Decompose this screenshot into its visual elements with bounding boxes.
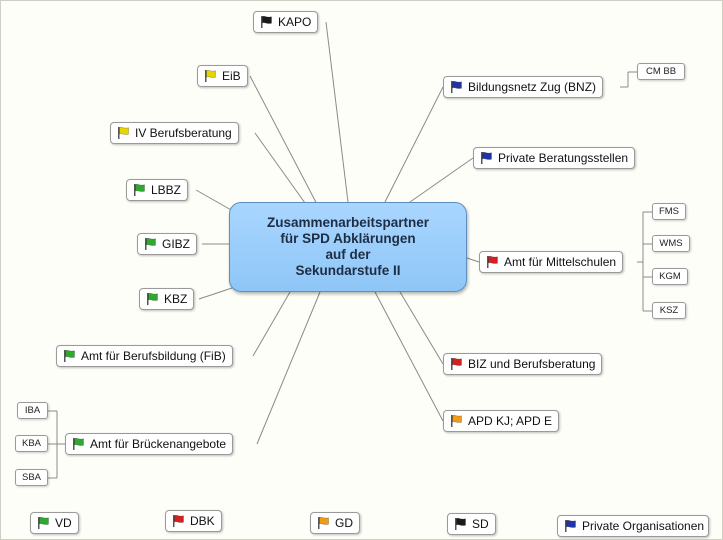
legend-label: VD <box>55 516 72 530</box>
subtopic-ksz[interactable]: KSZ <box>652 302 686 319</box>
topic-label: KAPO <box>278 15 312 29</box>
link-eib <box>249 75 321 211</box>
link-biz <box>399 291 444 365</box>
legend-sd[interactable]: SD <box>447 513 496 535</box>
topic-label: LBBZ <box>151 183 182 197</box>
link-apd <box>374 291 444 422</box>
legend-dbk[interactable]: DBK <box>165 510 222 532</box>
link-kbz <box>198 286 236 300</box>
legend-vd[interactable]: VD <box>30 512 79 534</box>
flag-icon <box>451 414 462 427</box>
topic-gibz[interactable]: GIBZ <box>137 233 198 255</box>
flag-icon <box>38 516 49 529</box>
topic-apd[interactable]: APD KJ; APD E <box>443 410 560 432</box>
topic-label: Amt für Mittelschulen <box>504 255 617 269</box>
legend-private-organisationen[interactable]: Private Organisationen <box>557 515 710 537</box>
subtopic-kgm[interactable]: KGM <box>652 268 688 285</box>
legend-label: Private Organisationen <box>582 519 705 533</box>
topic-private-beratungsstellen[interactable]: Private Beratungsstellen <box>473 147 636 169</box>
flag-icon <box>455 517 466 530</box>
topic-label: Amt für Brückenangebote <box>90 437 227 451</box>
topic-biz[interactable]: BIZ und Berufsberatung <box>443 353 603 375</box>
subtopic-wms[interactable]: WMS <box>652 235 690 252</box>
link-fib <box>252 291 291 357</box>
topic-fib[interactable]: Amt für Berufsbildung (FiB) <box>56 345 233 367</box>
subtopic-cm-bb[interactable]: CM BB <box>637 63 685 80</box>
topic-label: Bildungsnetz Zug (BNZ) <box>468 80 597 94</box>
topic-label: IV Berufsberatung <box>135 126 232 140</box>
flag-icon <box>134 183 145 196</box>
flag-icon <box>451 357 462 370</box>
topic-mittelschulen[interactable]: Amt für Mittelschulen <box>479 251 624 273</box>
link-brueckenangebote <box>256 291 321 445</box>
subtopic-iba[interactable]: IBA <box>17 402 48 419</box>
legend-label: DBK <box>190 514 215 528</box>
topic-label: APD KJ; APD E <box>468 414 553 428</box>
link-bnz <box>384 86 444 203</box>
topic-lbbz[interactable]: LBBZ <box>126 179 189 201</box>
flag-icon <box>147 292 158 305</box>
flag-icon <box>487 255 498 268</box>
flag-icon <box>318 516 329 529</box>
topic-eib[interactable]: EiB <box>197 65 248 87</box>
topic-label: GIBZ <box>162 237 191 251</box>
subtopic-fms[interactable]: FMS <box>652 203 686 220</box>
link-kapo <box>325 21 349 203</box>
topic-label: KBZ <box>164 292 188 306</box>
link-mittelschulen <box>466 257 480 263</box>
topic-label: Private Beratungsstellen <box>498 151 629 165</box>
topic-kapo[interactable]: KAPO <box>253 11 319 33</box>
topic-label: BIZ und Berufsberatung <box>468 357 596 371</box>
flag-icon <box>205 69 216 82</box>
topic-label: Amt für Berufsbildung (FiB) <box>81 349 226 363</box>
flag-icon <box>565 519 576 532</box>
link-iv-berufsberatung <box>254 132 311 211</box>
flag-icon <box>451 80 462 93</box>
subtopic-sba[interactable]: SBA <box>15 469 48 486</box>
flag-icon <box>73 437 84 450</box>
central-topic-title: Zusammenarbeitspartner für SPD Abklärung… <box>266 215 430 278</box>
flag-icon <box>118 126 129 139</box>
topic-label: EiB <box>222 69 241 83</box>
topic-brueckenangebote[interactable]: Amt für Brückenangebote <box>65 433 234 455</box>
legend-gd[interactable]: GD <box>310 512 360 534</box>
legend-label: SD <box>472 517 489 531</box>
link-private-beratung <box>409 157 474 203</box>
topic-bnz[interactable]: Bildungsnetz Zug (BNZ) <box>443 76 604 98</box>
topic-kbz[interactable]: KBZ <box>139 288 195 310</box>
flag-icon <box>145 237 156 250</box>
topic-iv-berufsberatung[interactable]: IV Berufsberatung <box>110 122 239 144</box>
legend-label: GD <box>335 516 353 530</box>
flag-icon <box>64 349 75 362</box>
flag-icon <box>481 151 492 164</box>
central-topic[interactable]: Zusammenarbeitspartner für SPD Abklärung… <box>229 202 467 292</box>
flag-icon <box>261 15 272 28</box>
flag-icon <box>173 514 184 527</box>
subtopic-kba[interactable]: KBA <box>15 435 48 452</box>
